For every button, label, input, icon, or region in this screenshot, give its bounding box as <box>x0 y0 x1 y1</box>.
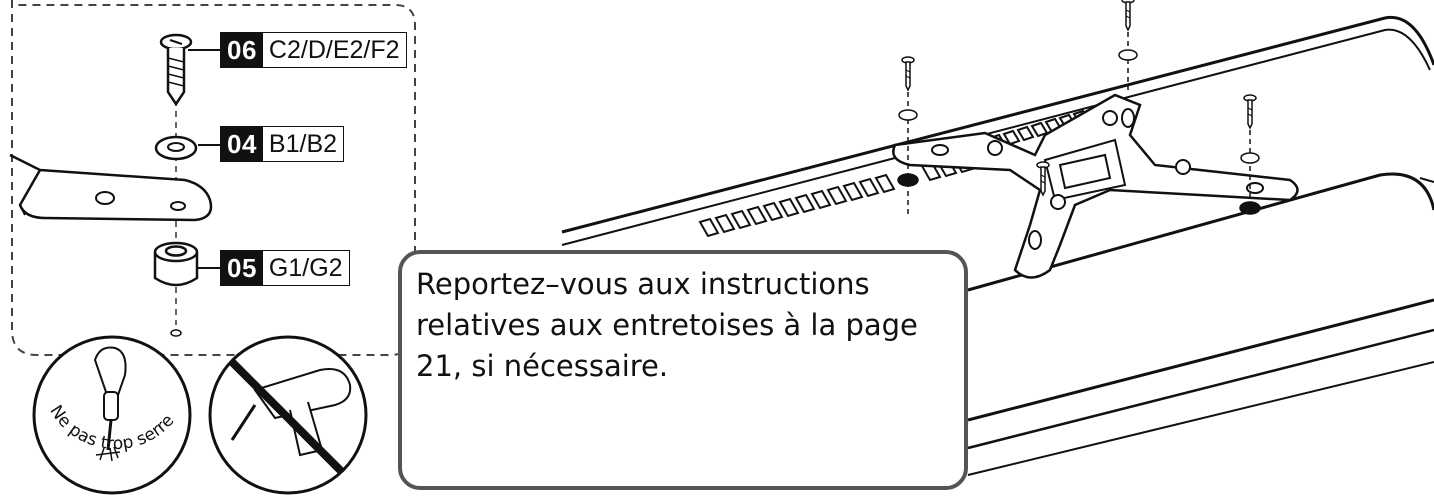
part-codes: G1/G2 <box>268 253 343 282</box>
vesa-bracket-icon <box>892 93 1299 279</box>
part-label-04: 04 B1/B2 <box>220 126 345 162</box>
note-line: 21, si nécessaire. <box>416 349 669 383</box>
part-number: 06 <box>221 33 263 67</box>
no-drill-icon <box>208 335 368 495</box>
part-label-06: 06 C2/D/E2/F2 <box>220 32 407 68</box>
monitor-back-icon <box>561 15 1434 476</box>
part-codes: B1/B2 <box>268 129 338 158</box>
spacer-note-box: Reportez–vous aux instructions relatives… <box>398 250 968 490</box>
part-number: 04 <box>221 127 263 161</box>
bracket-screws-icon <box>897 0 1261 215</box>
part-number: 05 <box>221 251 263 285</box>
screw-06-icon <box>159 33 193 107</box>
note-line: Reportez–vous aux instructions <box>416 267 870 301</box>
part-codes: C2/D/E2/F2 <box>268 35 400 64</box>
screwdriver-warning-icon <box>32 335 192 495</box>
part-label-05: 05 G1/G2 <box>220 250 350 286</box>
bracket-arm-icon <box>9 153 213 222</box>
washer-04-icon <box>154 135 198 161</box>
spacer-05-icon <box>153 241 199 287</box>
spacer-note-text: Reportez–vous aux instructions relatives… <box>416 264 966 387</box>
note-line: relatives aux entretoises à la page <box>416 308 918 342</box>
